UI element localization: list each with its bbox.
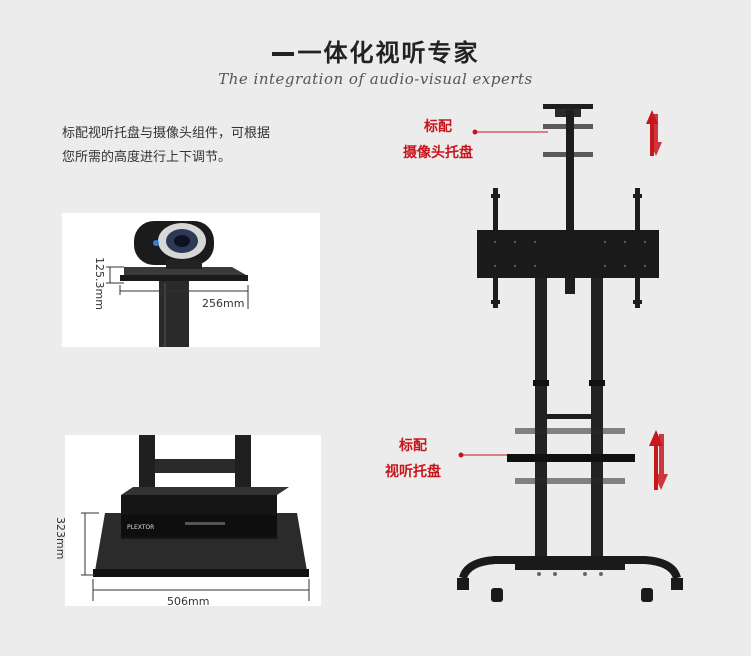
camera-height-dim: 125.3mm (93, 257, 106, 310)
camera-illustration (106, 221, 249, 347)
camera-pointer-line (472, 129, 548, 135)
av-tray-label: 标配 视听托盘 (368, 433, 458, 485)
camera-tray-label-line-1: 标配 (424, 119, 452, 135)
camera-adjust-arrow-icon (646, 110, 662, 156)
tray-height-dim: 323mm (54, 517, 67, 560)
player-brand-text: PLEXTOR (127, 524, 154, 531)
camera-tray-label: 标配 摄像头托盘 (388, 114, 488, 166)
description-line-2: 您所需的高度进行上下调节。 (62, 150, 232, 165)
tray-adjust-arrow-icon (649, 430, 668, 490)
title-dash (271, 52, 294, 56)
av-tray-label-line-1: 标配 (399, 438, 427, 454)
tray-illustration: PLEXTOR (81, 435, 310, 601)
tray-width-dim: 506mm (167, 595, 210, 608)
tv-stand-illustration (457, 104, 683, 602)
page-title: 一体化视听专家 (0, 33, 751, 68)
av-tray-photo: PLEXTOR 323mm 506mm (54, 435, 321, 608)
camera-tray-label-line-2: 摄像头托盘 (403, 145, 473, 161)
description: 标配视听托盘与摄像头组件，可根据 您所需的高度进行上下调节。 (62, 122, 322, 170)
camera-width-dim: 256mm (202, 297, 245, 310)
title-text: 一体化视听专家 (297, 39, 480, 67)
av-tray-label-line-2: 视听托盘 (385, 464, 441, 480)
page-subtitle: The integration of audio-visual experts (218, 70, 533, 88)
camera-tray-photo: 125.3mm 256mm (62, 213, 320, 347)
description-line-1: 标配视听托盘与摄像头组件，可根据 (62, 126, 271, 141)
